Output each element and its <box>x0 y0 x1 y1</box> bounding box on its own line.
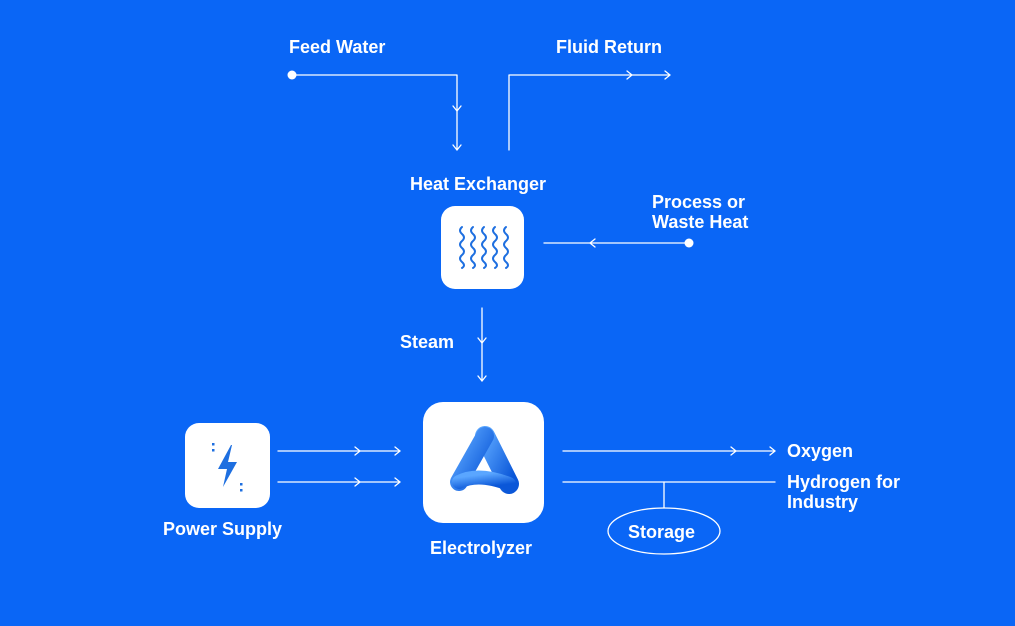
oxygen-label: Oxygen <box>787 441 854 461</box>
storage-label: Storage <box>628 522 696 542</box>
hydrogen-flow-line <box>562 481 776 509</box>
heat-exchanger-box <box>441 206 524 289</box>
lightning-bolt-icon <box>212 443 243 492</box>
electrolyzer-label: Electrolyzer <box>430 538 533 558</box>
heat-waves-icon <box>459 226 509 269</box>
storage-ellipse <box>607 507 721 555</box>
steam-flow-line <box>477 307 487 382</box>
hydrogen-label-line2: Industry <box>787 492 859 512</box>
oxygen-flow-line <box>562 446 776 456</box>
power-flow-lines <box>277 446 401 487</box>
steam-label: Steam <box>400 332 455 352</box>
power-supply-box <box>185 423 270 508</box>
fluid-return-flow-line <box>508 70 671 151</box>
hydrogen-label-line1: Hydrogen for <box>787 472 901 492</box>
process-heat-label-line1: Process or <box>652 192 746 212</box>
feed-water-flow-line <box>287 70 462 151</box>
process-heat-label-line2: Waste Heat <box>652 212 749 232</box>
feed-water-label: Feed Water <box>289 37 386 57</box>
electrolyzer-box <box>423 402 544 523</box>
heat-exchanger-label: Heat Exchanger <box>410 174 547 194</box>
process-heat-flow-line <box>543 238 694 248</box>
electrolyzer-logo-icon <box>450 426 519 494</box>
fluid-return-label: Fluid Return <box>556 37 662 57</box>
power-supply-label: Power Supply <box>163 519 283 539</box>
